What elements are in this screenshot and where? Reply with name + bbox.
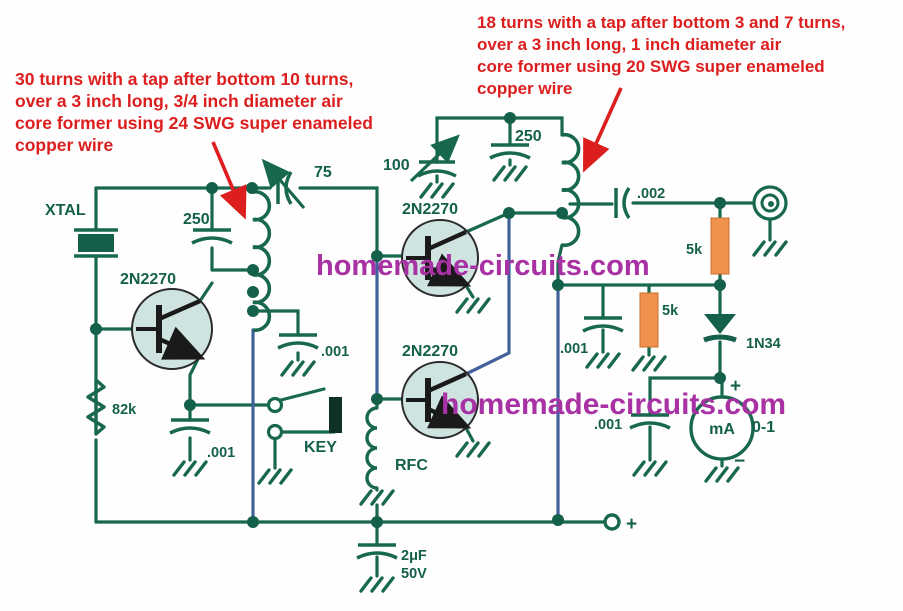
annotation-line: 30 turns with a tap after bottom 10 turn…	[15, 69, 354, 89]
label-r-meter-series: 5k	[686, 242, 703, 258]
key-knob	[329, 397, 342, 433]
annotation-line: over a 3 inch long, 1 inch diameter air	[477, 35, 782, 54]
annotation-line: 18 turns with a tap after bottom 3 and 7…	[477, 13, 846, 32]
label-meter-range: 0-1	[752, 419, 775, 436]
transistor-q1	[131, 288, 213, 370]
pa-tank-coil	[561, 132, 581, 248]
label-c-trim-pa: 100	[383, 157, 410, 174]
antenna-connector	[752, 185, 788, 221]
label-q1: 2N2270	[120, 271, 176, 288]
capacitors	[169, 143, 671, 560]
coil-annotation-right: 18 turns with a tap after bottom 3 and 7…	[477, 12, 845, 100]
label-c-pa-top: 250	[515, 128, 542, 145]
label-c-pa-bypass: .001	[560, 341, 588, 357]
supply-terminal	[603, 513, 621, 531]
key-switch	[266, 396, 342, 441]
oscillator-coil	[252, 190, 272, 332]
annotation-line: over a 3 inch long, 3/4 inch diameter ai…	[15, 91, 343, 111]
transistor-q2	[401, 219, 479, 297]
label-d-detector: 1N34	[746, 336, 781, 352]
ma-meter	[689, 395, 755, 461]
annotation-line: copper wire	[477, 79, 573, 98]
junction-dots	[90, 112, 726, 528]
label-key: KEY	[304, 439, 337, 456]
annotation-arrow-left	[211, 141, 247, 220]
trimmer-75-arrow	[261, 158, 306, 210]
label-c-filter-value: 2μF	[401, 548, 427, 564]
resistor-5k-series	[710, 217, 730, 275]
label-c-osc-bypass: .001	[321, 344, 349, 360]
label-meter-plus: +	[730, 376, 741, 397]
annotation-line: core former using 20 SWG super enameled	[477, 57, 825, 76]
long-wires	[251, 211, 560, 524]
label-c-meter-bypass: .001	[594, 417, 622, 433]
label-meter-minus: −	[734, 451, 745, 472]
label-supply-plus: +	[626, 514, 637, 535]
annotation-line: core former using 24 SWG super enameled	[15, 113, 373, 133]
transistor-q3	[401, 361, 479, 439]
watermark: homemade-circuits.com	[316, 250, 650, 282]
label-xtal: XTAL	[45, 202, 86, 219]
label-c-osc-top: 250	[183, 211, 210, 228]
label-q2: 2N2270	[402, 201, 458, 218]
label-meter: mA	[709, 421, 735, 438]
annotation-arrow-right	[583, 87, 623, 173]
label-c-coupling: .002	[637, 186, 665, 202]
label-r-meter-shunt: 5k	[662, 303, 679, 319]
trimmer-100-arrow	[409, 134, 460, 183]
label-r-base: 82k	[112, 402, 137, 418]
resistor-82k	[86, 378, 106, 436]
coil-annotation-left: 30 turns with a tap after bottom 10 turn…	[15, 68, 373, 156]
annotation-line: copper wire	[15, 135, 114, 155]
crystal-symbol	[74, 228, 118, 258]
watermark: homemade-circuits.com	[441, 388, 787, 421]
label-rfc: RFC	[395, 457, 428, 474]
label-c-filter-voltage: 50V	[401, 566, 427, 582]
label-c-trim-osc: 75	[314, 164, 332, 181]
diode-1n34	[703, 314, 737, 343]
label-c-emitter: .001	[207, 445, 235, 461]
label-q3: 2N2270	[402, 343, 458, 360]
rfc-coil	[365, 406, 378, 490]
resistor-5k-shunt	[639, 292, 659, 348]
